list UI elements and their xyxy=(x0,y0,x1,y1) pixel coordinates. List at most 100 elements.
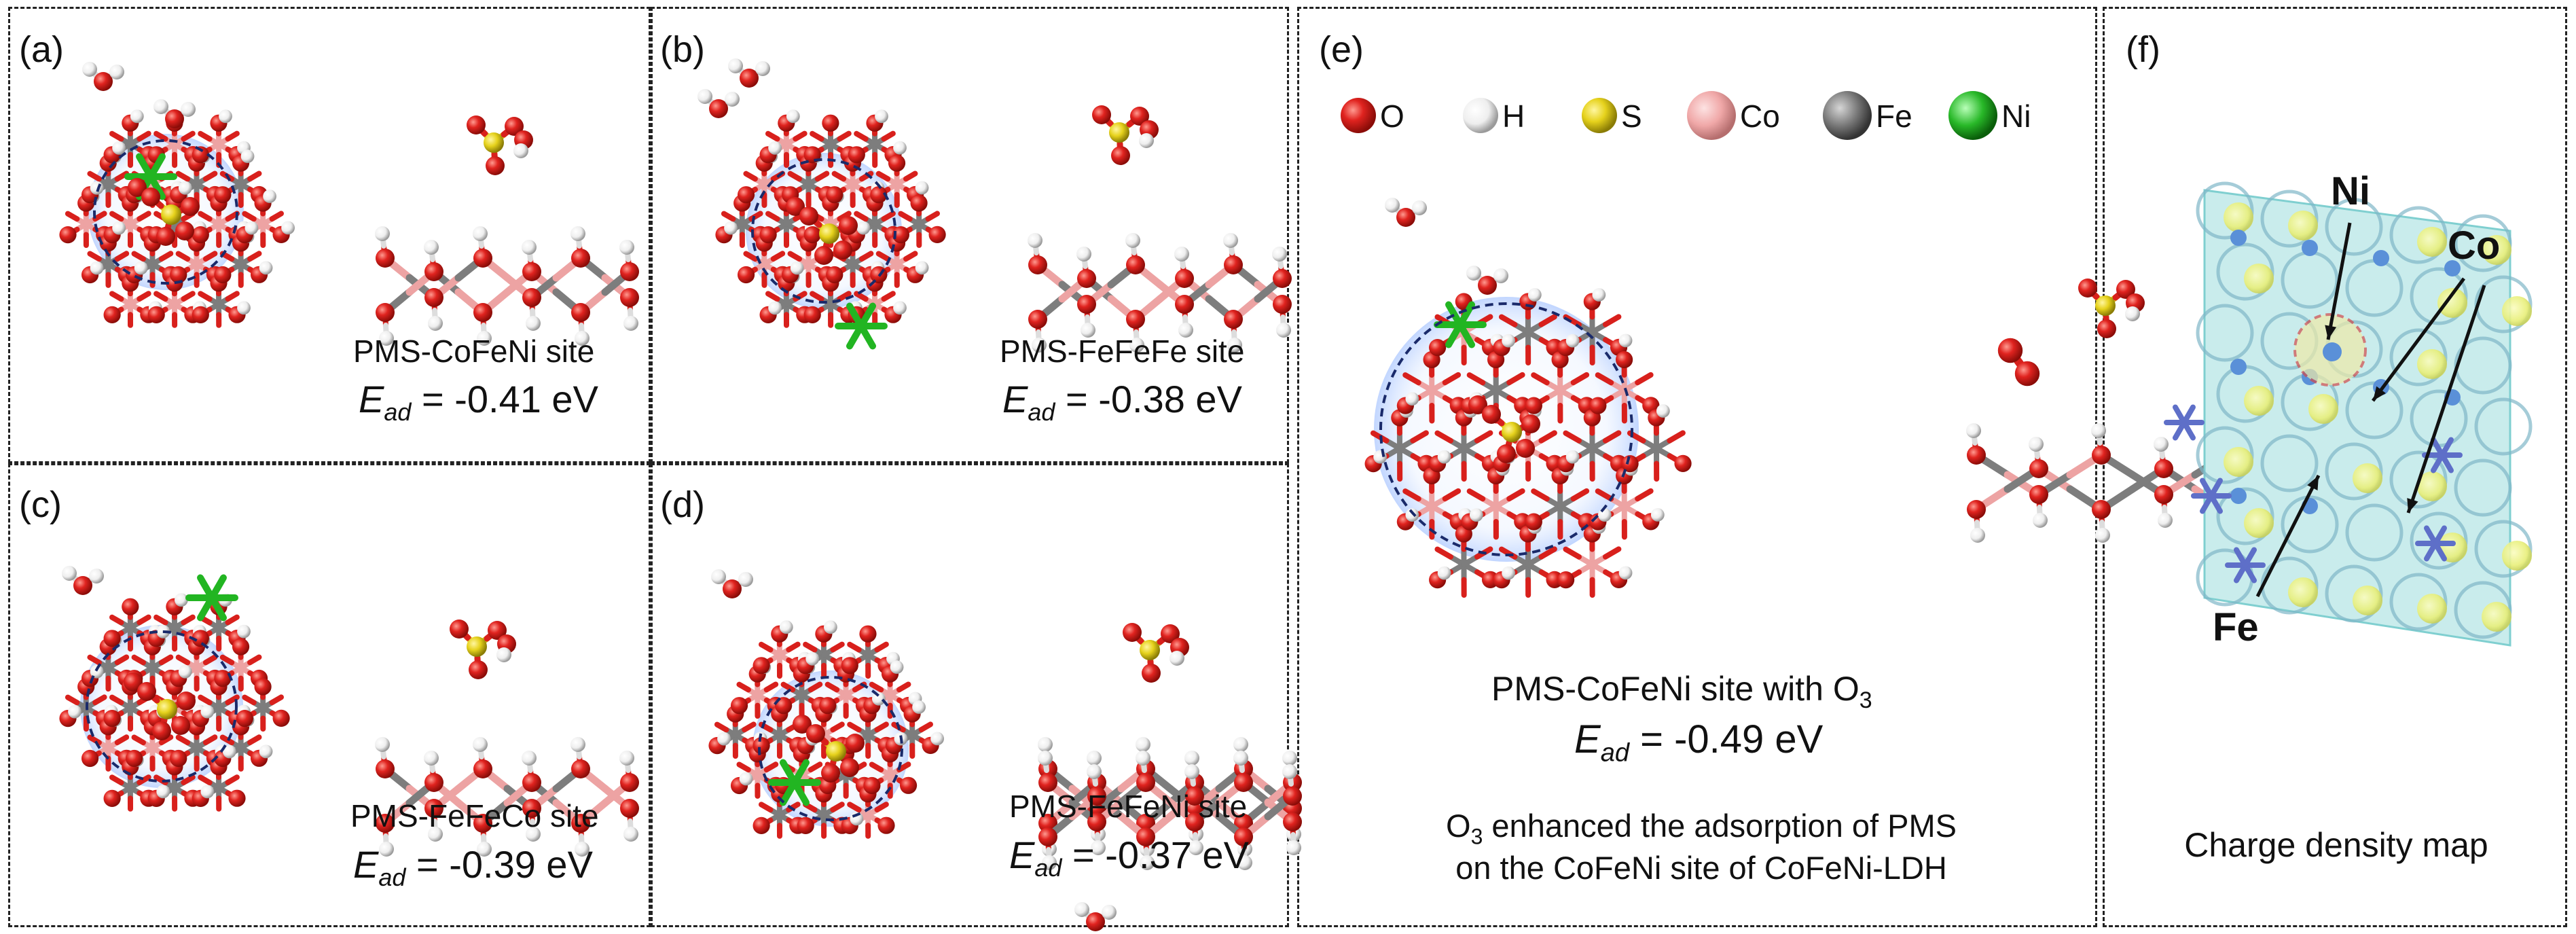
h-atom xyxy=(2091,423,2106,438)
o-atom xyxy=(1136,827,1155,846)
bond xyxy=(714,721,729,733)
o-atom xyxy=(620,799,639,818)
h-atom xyxy=(2033,513,2048,528)
o-atom xyxy=(723,579,742,598)
density-lobe xyxy=(2502,296,2532,326)
s-atom xyxy=(819,223,839,244)
bond xyxy=(175,251,191,262)
bond xyxy=(736,761,751,773)
o-atom xyxy=(376,759,395,778)
bond xyxy=(854,211,869,222)
o-atom xyxy=(103,630,121,647)
o-atom xyxy=(376,303,395,322)
h-atom xyxy=(1184,764,1199,779)
h-atom xyxy=(263,190,276,203)
arrow-co-2 xyxy=(2406,285,2486,514)
bond xyxy=(846,302,859,320)
arrow-ni-head xyxy=(2325,325,2337,340)
h-atom xyxy=(738,572,753,587)
o-atom xyxy=(803,306,821,323)
o-atom xyxy=(2014,361,2040,387)
h-atom xyxy=(153,99,168,114)
o-atom xyxy=(2154,485,2173,504)
energy-e: Ead = -0.49 eV xyxy=(1574,717,1824,768)
o-atom xyxy=(214,266,232,284)
h-atom xyxy=(109,65,124,79)
o-atom xyxy=(1077,269,1096,288)
label-co: Co xyxy=(2448,223,2501,268)
h-atom xyxy=(2095,528,2110,543)
panel-a xyxy=(8,7,651,463)
h-atom xyxy=(1502,566,1516,580)
o-atom xyxy=(1429,339,1447,357)
bond xyxy=(87,251,102,262)
o-atom xyxy=(192,306,209,323)
bond xyxy=(214,574,227,592)
h-atom xyxy=(912,700,926,714)
co-legend-swatch xyxy=(1687,91,1736,140)
o-atom xyxy=(1482,405,1501,424)
bond xyxy=(787,251,802,262)
bond xyxy=(92,211,107,222)
energy-b: Ead = -0.38 eV xyxy=(1002,378,1242,427)
o-atom xyxy=(126,749,143,768)
h-atom xyxy=(2158,513,2173,528)
density-lobe xyxy=(2244,264,2274,293)
caption-e-line2: on the CoFeNi site of CoFeNi-LDH xyxy=(1455,850,1947,886)
bond xyxy=(1635,372,1654,386)
panel-f xyxy=(2103,7,2567,927)
h-atom xyxy=(893,141,907,155)
o-atom xyxy=(620,262,639,281)
s-atom xyxy=(2095,295,2116,316)
bond xyxy=(1563,430,1582,444)
o-atom xyxy=(2078,279,2097,298)
bond xyxy=(808,681,823,693)
h-atom xyxy=(875,109,888,124)
density-lobe xyxy=(2244,508,2274,538)
o-atom xyxy=(848,146,865,164)
h-atom xyxy=(1091,840,1106,855)
o-atom xyxy=(1126,255,1145,274)
h-atom xyxy=(1437,566,1451,580)
bond xyxy=(153,291,168,302)
h-atom xyxy=(1650,507,1665,522)
h-atom xyxy=(1272,247,1287,262)
bond xyxy=(780,681,795,693)
h-atom xyxy=(1042,855,1057,870)
o-atom xyxy=(859,625,877,643)
bond xyxy=(837,291,852,302)
bond xyxy=(181,291,196,302)
h-atom xyxy=(871,691,886,706)
bond xyxy=(87,654,102,666)
h-atom xyxy=(856,221,871,235)
star-bond xyxy=(2209,478,2223,499)
o-atom xyxy=(424,262,443,281)
h-atom xyxy=(473,226,488,241)
h-atom xyxy=(178,664,192,679)
bond xyxy=(202,170,218,182)
bond xyxy=(1602,546,1622,560)
h-atom xyxy=(779,620,793,634)
bond xyxy=(758,802,774,813)
bond xyxy=(202,734,218,746)
s-atom xyxy=(484,132,504,153)
density-lobe xyxy=(2502,541,2532,571)
o-atom xyxy=(170,266,187,284)
density-contour xyxy=(2454,459,2512,517)
structure-a xyxy=(59,62,639,346)
h-atom xyxy=(570,737,585,752)
o-atom xyxy=(1521,414,1540,433)
h-atom xyxy=(1140,855,1155,870)
o-atom xyxy=(376,814,395,833)
bond xyxy=(175,170,191,182)
bond xyxy=(137,130,151,142)
o-atom xyxy=(759,226,777,244)
structure-c xyxy=(59,566,639,857)
bond xyxy=(137,291,151,302)
bond xyxy=(87,170,102,182)
bond xyxy=(881,130,896,142)
bond xyxy=(1538,430,1557,444)
bond xyxy=(181,614,196,626)
bond xyxy=(131,734,146,746)
